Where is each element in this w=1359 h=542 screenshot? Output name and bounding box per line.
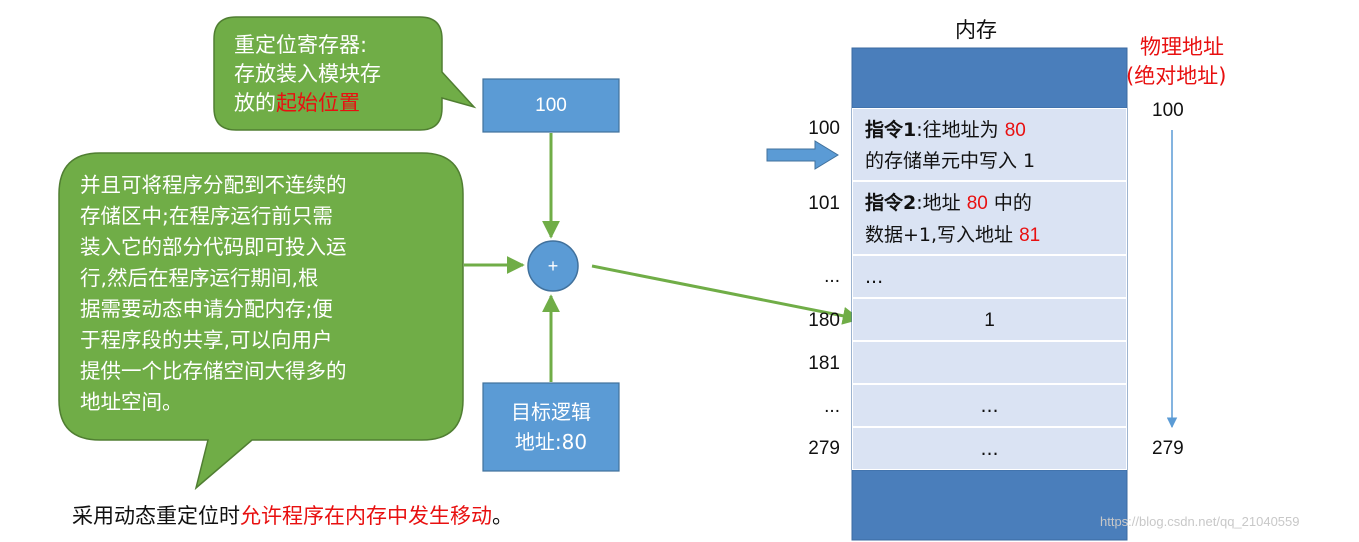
callout-top-line1: 重定位寄存器: — [234, 33, 368, 57]
physical-address-subtitle: (绝对地址) — [1126, 64, 1227, 88]
logical-address-shape — [482, 382, 620, 472]
callout-top-text: 重定位寄存器: 存放装入模块存 放的起始位置 — [234, 31, 381, 118]
instr2-text: :地址 — [916, 192, 967, 214]
relocation-register-shape — [482, 78, 620, 133]
callout-left-text: 并且可将程序分配到不连续的 存储区中;在程序运行前只需 装入它的部分代码即可投入… — [80, 170, 347, 418]
physical-address-end: 279 — [1152, 438, 1184, 459]
instr2-line2-text: 数据+1,写入地址 — [865, 224, 1020, 246]
callout-top-line3-prefix: 放的 — [234, 91, 276, 115]
instr2-line2-addr: 81 — [1019, 225, 1041, 246]
memory-cell-ellipsis: ... — [852, 384, 1127, 427]
instr2-label: 指令2 — [865, 192, 917, 214]
address-label: ... — [824, 266, 840, 287]
adder-circle — [527, 240, 579, 292]
address-label: 101 — [808, 193, 840, 214]
arrow-adder-to-memory — [591, 264, 861, 325]
instr1-addr: 80 — [1004, 120, 1026, 141]
pc-block-arrow — [766, 140, 839, 170]
address-label: 180 — [808, 310, 840, 331]
callout-top-line3: 放的起始位置 — [234, 89, 381, 118]
callout-left-line: 于程序段的共享,可以向用户 — [80, 328, 333, 352]
instr1-label: 指令1 — [865, 119, 917, 141]
footer-suffix: 。 — [492, 504, 513, 528]
callout-top-shape — [213, 16, 477, 131]
callout-left-line: 并且可将程序分配到不连续的 — [80, 173, 347, 197]
callout-top-highlight: 起始位置 — [276, 91, 360, 115]
footer-highlight: 允许程序在内存中发生移动 — [240, 504, 492, 528]
address-label: 279 — [808, 438, 840, 459]
memory-title: 内存 — [955, 18, 997, 42]
memory-cell-ellipsis: ... — [852, 255, 1127, 298]
callout-left-line: 存储区中;在程序运行前只需 — [80, 204, 333, 228]
memory-cell-181 — [852, 341, 1127, 384]
physical-address-start: 100 — [1152, 100, 1184, 121]
address-label: 100 — [808, 118, 840, 139]
footer-prefix: 采用动态重定位时 — [72, 504, 240, 528]
callout-left-line: 行,然后在程序运行期间,根 — [80, 266, 319, 290]
physical-address-title: 物理地址 — [1140, 35, 1224, 59]
memory-cell-101: 指令2:地址 80 中的 数据+1,写入地址 81 — [852, 181, 1127, 255]
address-label: 181 — [808, 353, 840, 374]
callout-top-line2: 存放装入模块存 — [234, 62, 381, 86]
instr1-line1: 指令1:往地址为 80 — [865, 115, 1026, 146]
instr2-line2: 数据+1,写入地址 81 — [865, 220, 1040, 251]
instr2-rest: 中的 — [987, 192, 1032, 214]
logical-address-line2: 地址:80 — [514, 430, 588, 454]
memory-bottom-band — [851, 469, 1128, 541]
address-label: ... — [824, 396, 840, 417]
instr2-line1: 指令2:地址 80 中的 — [865, 188, 1032, 219]
instr2-addr: 80 — [966, 193, 988, 214]
memory-cell-279: ... — [852, 427, 1127, 470]
footer-sentence: 采用动态重定位时允许程序在内存中发生移动。 — [72, 500, 513, 530]
callout-left-line: 装入它的部分代码即可投入运 — [80, 235, 347, 259]
instr1-line2: 的存储单元中写入 1 — [865, 150, 1036, 172]
logical-address-line1: 目标逻辑 — [511, 400, 591, 424]
logical-address-label: 目标逻辑 地址:80 — [483, 383, 619, 471]
callout-left-shape — [58, 152, 464, 491]
relocation-register-value: 100 — [535, 94, 567, 116]
memory-cell-180: 1 — [852, 298, 1127, 341]
instr1-text: :往地址为 — [916, 119, 1005, 141]
memory-cell-100: 指令1:往地址为 80 的存储单元中写入 1 — [852, 108, 1127, 181]
callout-left-line: 提供一个比存储空间大得多的 — [80, 359, 347, 383]
memory-cell-ellipsis-text: ... — [865, 266, 884, 288]
watermark: https://blog.csdn.net/qq_21040559 — [1100, 514, 1300, 529]
callout-left-line: 据需要动态申请分配内存;便 — [80, 297, 333, 321]
adder-symbol: + — [547, 255, 559, 276]
callout-left-line: 地址空间。 — [80, 390, 183, 414]
memory-top-band — [851, 47, 1128, 109]
